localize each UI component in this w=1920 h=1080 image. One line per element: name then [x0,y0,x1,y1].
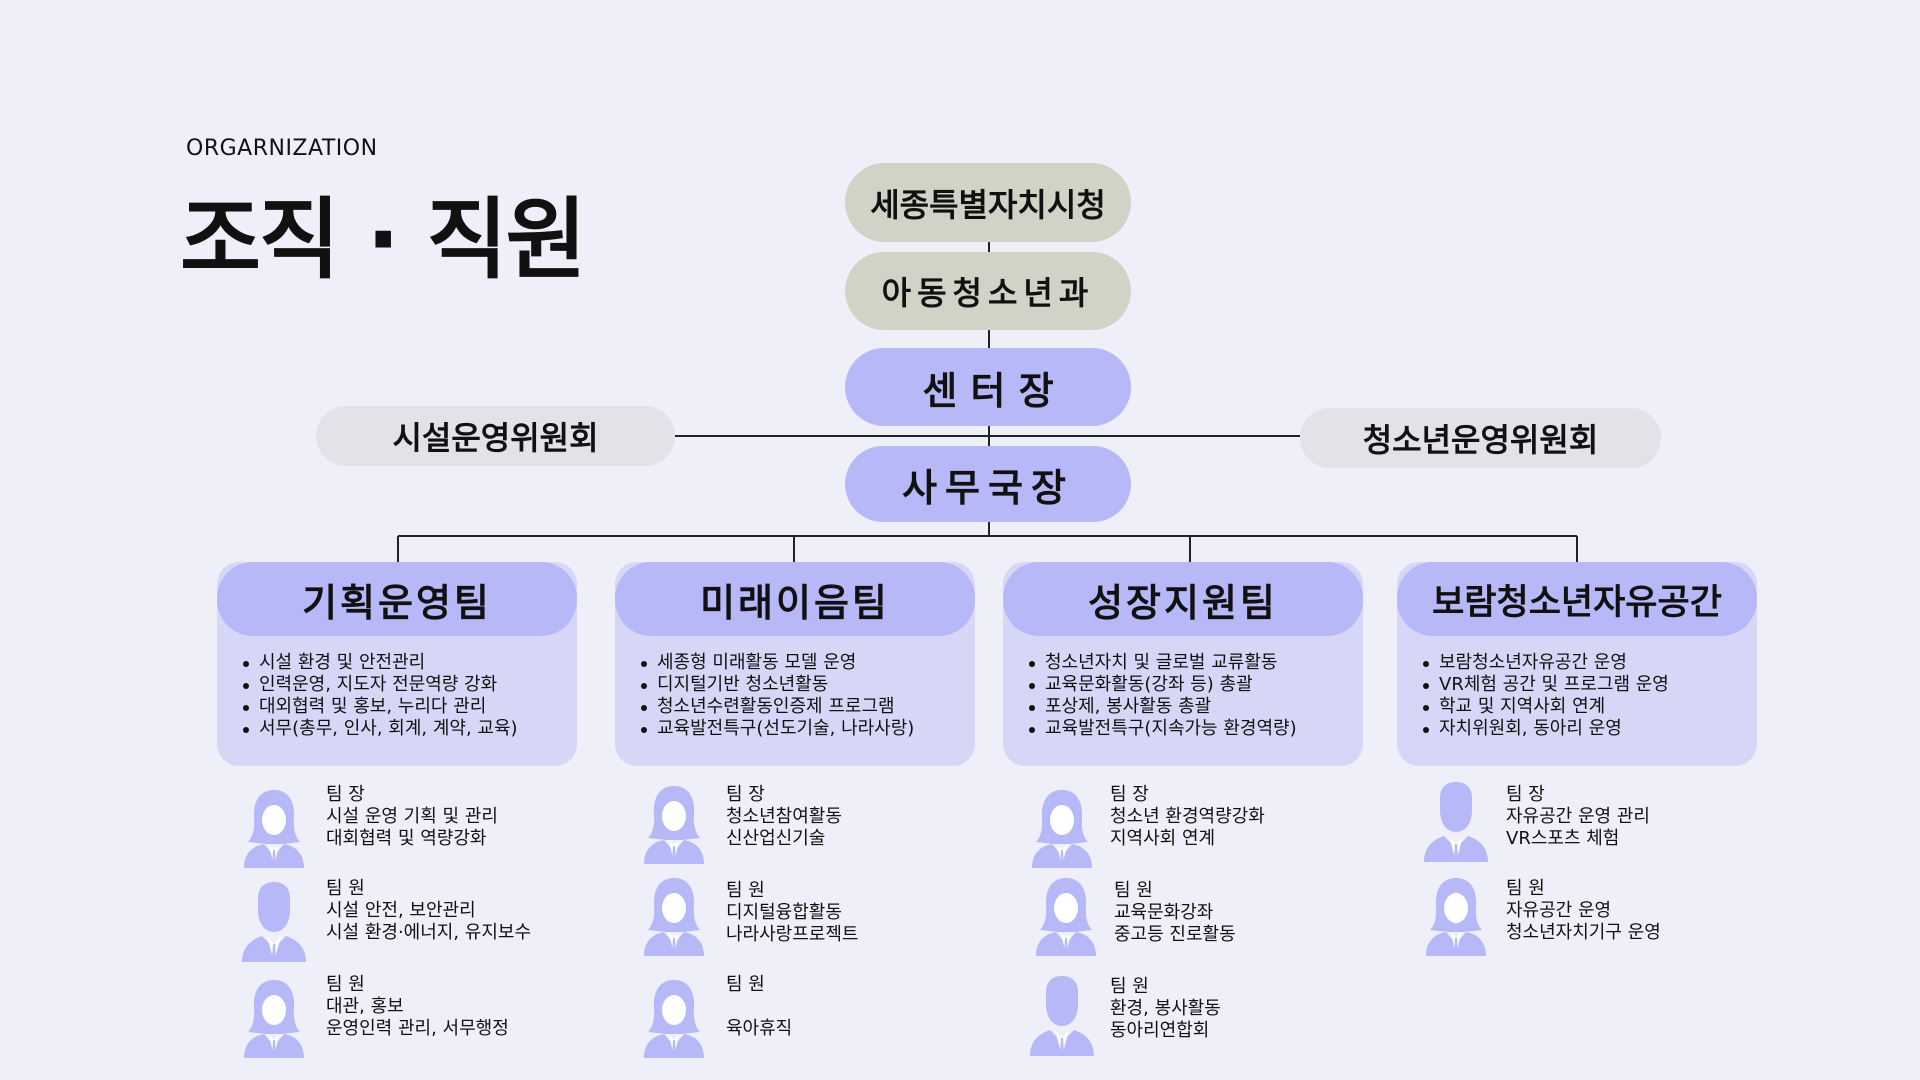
staff-duty: VR스포츠 체험 [1506,828,1620,849]
staff-duty: 신산업신기술 [726,828,826,849]
staff-role: 팀 원 [326,878,365,899]
duty-item: 세종형 미래활동 모델 운영 [639,652,914,674]
female-avatar-icon [644,786,704,864]
duty-item: 포상제, 봉사활동 총괄 [1027,696,1297,718]
team-card-future: 미래이음팀 세종형 미래활동 모델 운영 디지털기반 청소년활동 청소년수련활동… [615,562,975,766]
node-director: 센 터 장 [845,348,1131,426]
duty-item: 교육문화활동(강좌 등) 총괄 [1027,674,1297,696]
staff-role: 팀 원 [1110,976,1149,997]
team-title: 성장지원팀 [1003,562,1363,636]
team-duty-list: 시설 환경 및 안전관리 인력운영, 지도자 전문역량 강화 대외협력 및 홍보… [241,652,518,740]
staff-duty: 자유공간 운영 관리 [1506,806,1650,827]
staff-duty: 자유공간 운영 [1506,900,1612,921]
staff-duty: 동아리연합회 [1110,1020,1210,1041]
node-secretary-general: 사무국장 [845,446,1131,522]
team-title: 보람청소년자유공간 [1397,562,1757,636]
team-duty-list: 청소년자치 및 글로벌 교류활동 교육문화활동(강좌 등) 총괄 포상제, 봉사… [1027,652,1297,740]
duty-item: 서무(총무, 인사, 회계, 계약, 교육) [241,718,518,740]
staff-duty: 나라사랑프로젝트 [726,924,859,945]
staff-duty: 지역사회 연계 [1110,828,1216,849]
staff-duty: 환경, 봉사활동 [1110,998,1221,1019]
male-avatar-icon [1424,782,1488,862]
duty-item: 디지털기반 청소년활동 [639,674,914,696]
duty-item: 교육발전특구(지속가능 환경역량) [1027,718,1297,740]
staff-duty: 운영인력 관리, 서무행정 [326,1018,509,1039]
male-avatar-icon [242,882,306,962]
duty-item: VR체험 공간 및 프로그램 운영 [1421,674,1669,696]
staff-duty: 대회협력 및 역량강화 [326,828,487,849]
staff-role: 팀 원 [726,974,765,995]
staff-duty: 청소년참여활동 [726,806,842,827]
node-facility-committee: 시설운영위원회 [316,406,675,466]
duty-item: 자치위원회, 동아리 운영 [1421,718,1669,740]
female-avatar-icon [1426,878,1486,956]
staff-role: 팀 장 [1506,784,1545,805]
staff-duty: 청소년 환경역량강화 [1110,806,1265,827]
staff-role: 팀 원 [326,974,365,995]
team-card-boram-space: 보람청소년자유공간 보람청소년자유공간 운영 VR체험 공간 및 프로그램 운영… [1397,562,1757,766]
female-avatar-icon [644,980,704,1058]
staff-role: 팀 장 [726,784,765,805]
duty-item: 보람청소년자유공간 운영 [1421,652,1669,674]
staff-role: 팀 원 [1506,878,1545,899]
female-avatar-icon [1032,790,1092,868]
duty-item: 학교 및 지역사회 연계 [1421,696,1669,718]
team-card-planning: 기획운영팀 시설 환경 및 안전관리 인력운영, 지도자 전문역량 강화 대외협… [217,562,577,766]
team-duty-list: 세종형 미래활동 모델 운영 디지털기반 청소년활동 청소년수련활동인증제 프로… [639,652,914,740]
duty-item: 청소년자치 및 글로벌 교류활동 [1027,652,1297,674]
staff-duty: 중고등 진로활동 [1114,924,1236,945]
duty-item: 대외협력 및 홍보, 누리다 관리 [241,696,518,718]
male-avatar-icon [1030,976,1094,1056]
staff-role: 팀 원 [1114,880,1153,901]
staff-duty: 디지털융합활동 [726,902,842,923]
node-department: 아동청소년과 [845,252,1131,330]
staff-duty: 시설 환경·에너지, 유지보수 [326,922,532,943]
duty-item: 인력운영, 지도자 전문역량 강화 [241,674,518,696]
duty-item: 청소년수련활동인증제 프로그램 [639,696,914,718]
duty-item: 교육발전특구(선도기술, 나라사랑) [639,718,914,740]
team-title: 미래이음팀 [615,562,975,636]
node-city-hall: 세종특별자치시청 [845,163,1131,242]
staff-duty: 시설 안전, 보안관리 [326,900,476,921]
team-title: 기획운영팀 [217,562,577,636]
page-title: 조직 · 직원 [180,188,587,291]
staff-duty: 시설 운영 기획 및 관리 [326,806,498,827]
female-avatar-icon [244,980,304,1058]
team-duty-list: 보람청소년자유공간 운영 VR체험 공간 및 프로그램 운영 학교 및 지역사회… [1421,652,1669,740]
staff-duty: 육아휴직 [726,1018,793,1039]
staff-role: 팀 장 [326,784,365,805]
staff-duty: 대관, 홍보 [326,996,404,1017]
page-kicker: ORGARNIZATION [186,136,378,161]
female-avatar-icon [644,878,704,956]
staff-role: 팀 장 [1110,784,1149,805]
female-avatar-icon [244,790,304,868]
team-card-growth: 성장지원팀 청소년자치 및 글로벌 교류활동 교육문화활동(강좌 등) 총괄 포… [1003,562,1363,766]
staff-duty: 청소년자치기구 운영 [1506,922,1661,943]
duty-item: 시설 환경 및 안전관리 [241,652,518,674]
staff-duty: 교육문화강좌 [1114,902,1214,923]
node-youth-committee: 청소년운영위원회 [1300,408,1661,468]
staff-duty [726,996,792,1018]
female-avatar-icon [1036,878,1096,956]
staff-role: 팀 원 [726,880,765,901]
